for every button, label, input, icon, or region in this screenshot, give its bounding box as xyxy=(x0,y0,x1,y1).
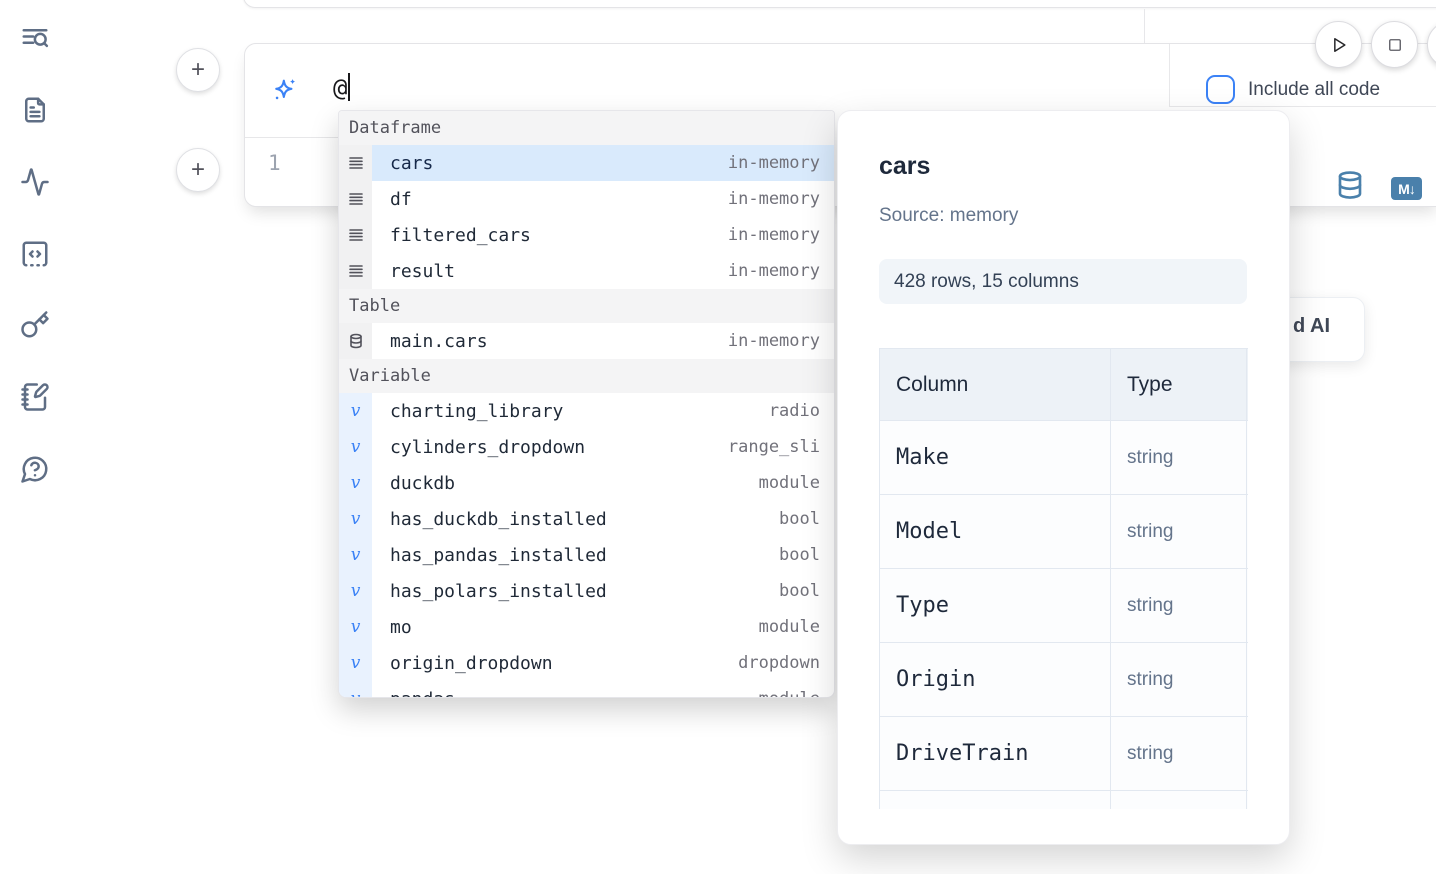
key-icon[interactable] xyxy=(20,310,50,340)
ai-action-label: d AI xyxy=(1292,315,1330,337)
table-row: Model string xyxy=(879,495,1248,569)
preview-schema-table: Column Type Make string Model string Typ… xyxy=(879,348,1248,809)
dataframe-preview-panel: cars Source: memory 428 rows, 15 columns… xyxy=(837,110,1290,845)
database-icon[interactable] xyxy=(1335,170,1365,200)
run-cell-button[interactable] xyxy=(1315,21,1362,68)
variable-icon: v xyxy=(339,573,372,609)
section-header-dataframe: Dataframe xyxy=(339,111,834,145)
table-row: Origin string xyxy=(879,643,1248,717)
sparkles-icon xyxy=(271,76,299,104)
variable-icon: v xyxy=(339,537,372,573)
notebook-pen-icon[interactable] xyxy=(20,382,50,412)
preview-source: Source: memory xyxy=(879,205,1019,226)
code-square-icon[interactable] xyxy=(20,239,50,269)
line-number: 1 xyxy=(268,151,281,175)
rows-icon xyxy=(339,181,372,217)
rows-icon xyxy=(339,145,372,181)
table-row: Type string xyxy=(879,569,1248,643)
variable-icon: v xyxy=(339,465,372,501)
add-cell-above-button[interactable]: + xyxy=(176,48,220,92)
add-cell-below-button[interactable]: + xyxy=(176,148,220,192)
cell-row-divider xyxy=(245,137,339,138)
autocomplete-item-pandas[interactable]: v pandasmodule xyxy=(339,681,834,697)
section-header-variable: Variable xyxy=(339,359,834,393)
variable-icon: v xyxy=(339,501,372,537)
rows-icon xyxy=(339,217,372,253)
include-all-code-label: Include all code xyxy=(1248,79,1381,100)
database-icon xyxy=(339,323,372,359)
include-all-code-panel: Include all code xyxy=(1169,44,1436,107)
text-cursor xyxy=(348,73,351,101)
table-header-row: Column Type xyxy=(879,349,1248,421)
activity-icon[interactable] xyxy=(20,167,50,197)
table-row: Make string xyxy=(879,421,1248,495)
previous-cell-bottom-edge xyxy=(243,0,1436,8)
type-header: Type xyxy=(1111,349,1247,420)
help-chat-icon[interactable] xyxy=(20,454,50,484)
play-icon xyxy=(1333,37,1346,52)
variable-icon: v xyxy=(339,609,372,645)
text-search-icon[interactable] xyxy=(20,24,50,54)
column-header: Column xyxy=(879,349,1111,420)
rows-icon xyxy=(339,253,372,289)
file-document-icon[interactable] xyxy=(20,95,50,125)
variable-icon: v xyxy=(339,429,372,465)
variable-icon: v xyxy=(339,645,372,681)
stop-icon xyxy=(1388,38,1401,51)
preview-title: cars xyxy=(879,152,931,180)
table-row-partial xyxy=(879,791,1248,809)
variable-icon: v xyxy=(339,681,372,697)
markdown-icon[interactable]: M↓ xyxy=(1391,177,1422,200)
include-all-code-checkbox[interactable] xyxy=(1206,75,1235,104)
ai-prompt-input[interactable]: @ xyxy=(333,73,351,102)
section-header-table: Table xyxy=(339,289,834,323)
previous-cell-divider xyxy=(1144,9,1145,43)
variable-icon: v xyxy=(339,393,372,429)
table-row: DriveTrain string xyxy=(879,717,1248,791)
stop-button[interactable] xyxy=(1371,21,1418,68)
preview-shape-badge: 428 rows, 15 columns xyxy=(879,259,1247,304)
